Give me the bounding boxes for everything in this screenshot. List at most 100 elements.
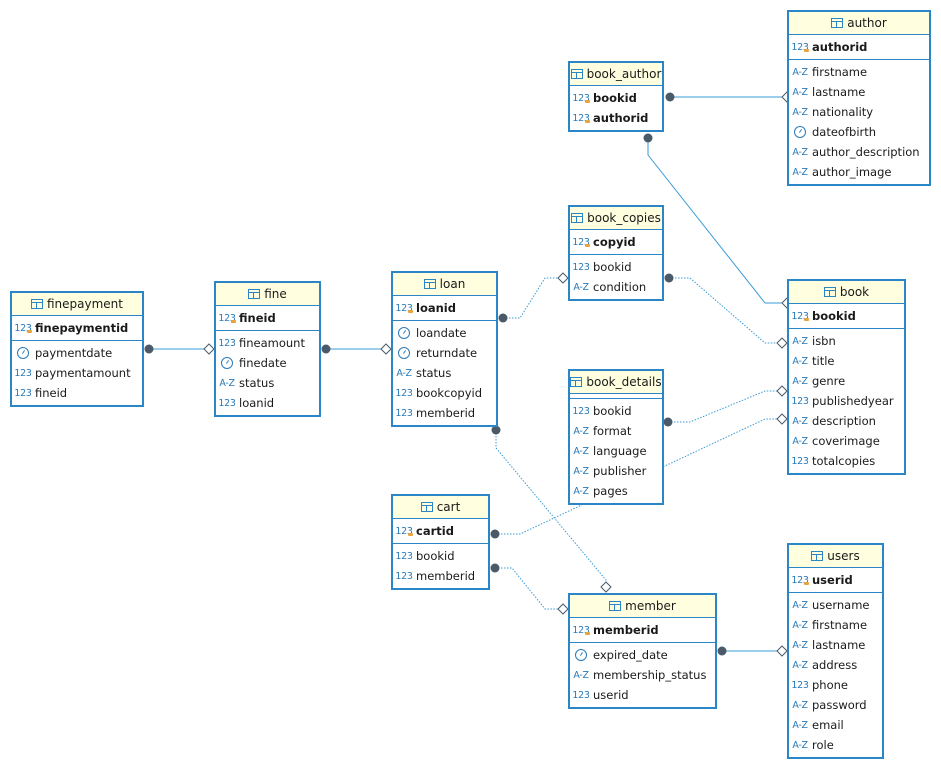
column-name: format	[593, 424, 632, 438]
column-name: loanid	[239, 396, 275, 410]
table-header[interactable]: users	[789, 545, 882, 568]
column-row[interactable]: loandate	[393, 323, 496, 343]
column-row[interactable]: returndate	[393, 343, 496, 363]
table-header[interactable]: fine	[216, 283, 319, 306]
table-header[interactable]: cart	[393, 496, 488, 519]
table-name: cart	[436, 500, 461, 514]
column-row[interactable]: dateofbirth	[789, 122, 929, 142]
relationship-fine-loan[interactable]	[321, 343, 392, 355]
column-row[interactable]: paymentdate	[12, 343, 142, 363]
numeric-type-icon: 123	[791, 310, 809, 322]
table-header[interactable]: book_copies	[570, 207, 662, 230]
table-header[interactable]: book_author	[570, 63, 662, 86]
table-header[interactable]: author	[789, 12, 929, 35]
column-row[interactable]: finedate	[216, 353, 319, 373]
column-row[interactable]: expired_date	[570, 645, 715, 665]
relationship-loan-book-copies[interactable]	[498, 272, 569, 323]
key-icon	[408, 309, 413, 313]
relationship-book-author-author[interactable]	[665, 91, 793, 103]
table-header[interactable]: finepayment	[12, 293, 142, 316]
table-name: fine	[264, 287, 287, 301]
table-icon	[609, 601, 622, 611]
table-header[interactable]: book	[789, 281, 904, 304]
relationship-finepayment-fine[interactable]	[144, 343, 215, 355]
key-icon	[804, 317, 809, 321]
table-header[interactable]: loan	[393, 273, 496, 296]
relationship-book-author-book[interactable]	[643, 133, 793, 309]
table-icon	[30, 299, 43, 309]
table-header[interactable]: book_details	[570, 371, 662, 394]
relationship-book-details-book[interactable]	[663, 385, 788, 427]
table-header[interactable]: member	[570, 595, 715, 618]
relationship-book-copies-book[interactable]	[664, 273, 788, 349]
relationship-member-users[interactable]	[717, 645, 788, 657]
many-endpoint-dot	[664, 273, 674, 283]
relationship-cart-member[interactable]	[490, 563, 569, 615]
numeric-type-icon: 123	[14, 322, 32, 334]
